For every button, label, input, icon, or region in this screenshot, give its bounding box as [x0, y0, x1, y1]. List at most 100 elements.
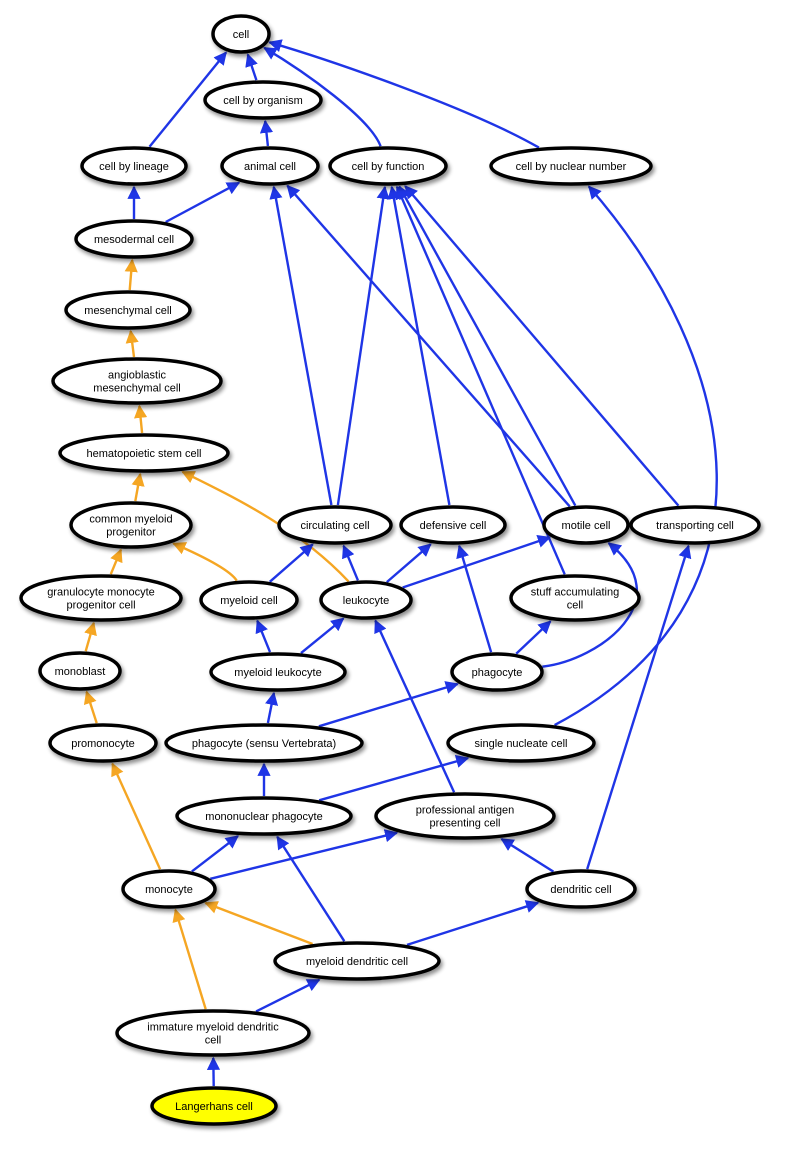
- develops-from-edge-mesenchymal-cell-to-mesodermal-cell: [124, 258, 138, 291]
- node-ellipse-monocyte: [121, 869, 217, 909]
- is-a-edge-cell-by-function-to-cell: [263, 46, 382, 147]
- node-ellipse-langerhans: [150, 1086, 278, 1126]
- node-myeloid-leukocyte[interactable]: myeloid leukocyte: [209, 652, 347, 692]
- node-label-dendritic-cell: dendritic cell: [550, 884, 611, 896]
- node-ellipse-leukocyte: [319, 580, 413, 620]
- node-ellipse-gmp: [19, 574, 183, 622]
- develops-from-edge-promonocyte-to-monoblast: [83, 690, 98, 724]
- node-ellipse-myeloid-dc: [273, 941, 441, 981]
- node-animal-cell[interactable]: animal cell: [220, 146, 320, 186]
- node-mesodermal-cell[interactable]: mesodermal cell: [74, 219, 194, 259]
- is-a-edge-phagocyte-vert-to-phagocyte: [318, 681, 459, 728]
- is-a-edge-dendritic-cell-to-transporting-cell: [586, 544, 692, 870]
- develops-from-edge-leukocyte-to-hsc: [181, 470, 350, 583]
- develops-from-edge-monoblast-to-gmp: [84, 621, 97, 652]
- node-hsc[interactable]: hematopoietic stem cell: [58, 433, 230, 473]
- node-label-myeloid-dc: myeloid dendritic cell: [306, 956, 408, 968]
- node-leukocyte[interactable]: leukocyte: [319, 580, 413, 620]
- node-ellipse-cell-by-lineage: [80, 146, 188, 186]
- is-a-edge-cell-by-nuclear-number-to-cell: [268, 39, 540, 149]
- node-monocyte[interactable]: monocyte: [121, 869, 217, 909]
- node-myeloid-dc[interactable]: myeloid dendritic cell: [273, 941, 441, 981]
- node-label-stuff-accumulating-line-1: stuff accumulating: [531, 587, 619, 599]
- is-a-edge-myeloid-dc-to-mononuclear-phagocyte: [276, 835, 346, 942]
- develops-from-edge-immature-mdc-to-monocyte: [172, 908, 207, 1010]
- node-myeloid-cell[interactable]: myeloid cell: [199, 580, 299, 620]
- node-mesenchymal-cell[interactable]: mesenchymal cell: [64, 290, 192, 330]
- is-a-edge-mononuclear-phagocyte-to-single-nucleate: [318, 754, 470, 802]
- node-label-circulating-cell: circulating cell: [300, 520, 369, 532]
- node-dendritic-cell[interactable]: dendritic cell: [525, 869, 637, 909]
- node-promonocyte[interactable]: promonocyte: [48, 723, 158, 763]
- node-cell-by-function[interactable]: cell by function: [328, 146, 448, 186]
- node-ellipse-cell: [211, 14, 271, 54]
- node-cell-by-organism[interactable]: cell by organism: [203, 80, 323, 120]
- node-ellipse-angioblastic: [51, 357, 223, 405]
- node-cell[interactable]: cell: [211, 14, 271, 54]
- node-ellipse-myeloid-cell: [199, 580, 299, 620]
- node-label-phagocyte: phagocyte: [472, 667, 523, 679]
- node-ellipse-myeloid-leukocyte: [209, 652, 347, 692]
- node-cell-by-nuclear-number[interactable]: cell by nuclear number: [489, 146, 653, 186]
- node-ellipse-transporting-cell: [629, 505, 761, 545]
- node-ellipse-animal-cell: [220, 146, 320, 186]
- node-label-mononuclear-phagocyte: mononuclear phagocyte: [205, 811, 322, 823]
- is-a-edge-myeloid-leukocyte-to-myeloid-cell: [255, 619, 272, 653]
- node-ellipse-promonocyte: [48, 723, 158, 763]
- node-cell-by-lineage[interactable]: cell by lineage: [80, 146, 188, 186]
- is-a-edge-myeloid-dc-to-dendritic-cell: [406, 900, 540, 947]
- is-a-edge-mesodermal-cell-to-animal-cell: [165, 181, 241, 224]
- is-a-edge-defensive-cell-to-cell-by-function: [387, 185, 451, 506]
- is-a-edge-stuff-accumulating-to-cell-by-function: [395, 185, 566, 575]
- node-phagocyte[interactable]: phagocyte: [450, 652, 544, 692]
- node-label-leukocyte: leukocyte: [343, 595, 389, 607]
- node-ellipse-immature-mdc: [115, 1009, 311, 1057]
- node-label-immature-mdc-line-2: cell: [205, 1035, 222, 1047]
- node-ellipse-phagocyte-vert: [164, 723, 364, 763]
- node-label-immature-mdc-line-1: immature myeloid dendritic: [147, 1022, 279, 1034]
- node-ellipse-apc: [374, 792, 556, 840]
- is-a-edge-myeloid-cell-to-circulating-cell: [269, 543, 314, 583]
- node-label-myeloid-cell: myeloid cell: [220, 595, 277, 607]
- is-a-edge-cell-by-organism-to-cell: [245, 53, 258, 81]
- is-a-edge-monocyte-to-apc: [210, 829, 399, 880]
- node-single-nucleate[interactable]: single nucleate cell: [446, 723, 596, 763]
- node-mononuclear-phagocyte[interactable]: mononuclear phagocyte: [175, 796, 353, 836]
- node-label-hsc: hematopoietic stem cell: [87, 448, 202, 460]
- develops-from-edge-myeloid-dc-to-monocyte: [204, 901, 314, 946]
- node-label-promonocyte: promonocyte: [71, 738, 135, 750]
- node-ellipse-monoblast: [38, 651, 122, 691]
- nodes-layer: cell cell by organism cell by lineage anima…: [19, 14, 761, 1126]
- develops-from-edge-angioblastic-to-mesenchymal-cell: [125, 329, 139, 358]
- node-monoblast[interactable]: monoblast: [38, 651, 122, 691]
- node-label-single-nucleate: single nucleate cell: [475, 738, 568, 750]
- node-ellipse-dendritic-cell: [525, 869, 637, 909]
- node-transporting-cell[interactable]: transporting cell: [629, 505, 761, 545]
- node-langerhans[interactable]: Langerhans cell: [150, 1086, 278, 1126]
- node-defensive-cell[interactable]: defensive cell: [399, 505, 507, 545]
- node-label-apc-line-2: presenting cell: [430, 818, 501, 830]
- node-label-animal-cell: animal cell: [244, 161, 296, 173]
- node-label-gmp-line-2: progenitor cell: [66, 600, 135, 612]
- is-a-edge-motile-cell-to-animal-cell: [286, 184, 571, 508]
- node-motile-cell[interactable]: motile cell: [542, 505, 630, 545]
- develops-from-edge-cmp-to-hsc: [131, 472, 145, 502]
- node-phagocyte-vert[interactable]: phagocyte (sensu Vertebrata): [164, 723, 364, 763]
- node-ellipse-hsc: [58, 433, 230, 473]
- is-a-edge-cell-by-lineage-to-cell: [148, 51, 228, 148]
- is-a-edge-phagocyte-to-defensive-cell: [456, 544, 493, 653]
- node-ellipse-mesenchymal-cell: [64, 290, 192, 330]
- edges-layer: [83, 39, 718, 1087]
- node-label-phagocyte-vert: phagocyte (sensu Vertebrata): [192, 738, 336, 750]
- node-ellipse-motile-cell: [542, 505, 630, 545]
- node-ellipse-stuff-accumulating: [509, 574, 641, 622]
- node-label-stuff-accumulating-line-2: cell: [567, 600, 584, 612]
- node-circulating-cell[interactable]: circulating cell: [277, 505, 393, 545]
